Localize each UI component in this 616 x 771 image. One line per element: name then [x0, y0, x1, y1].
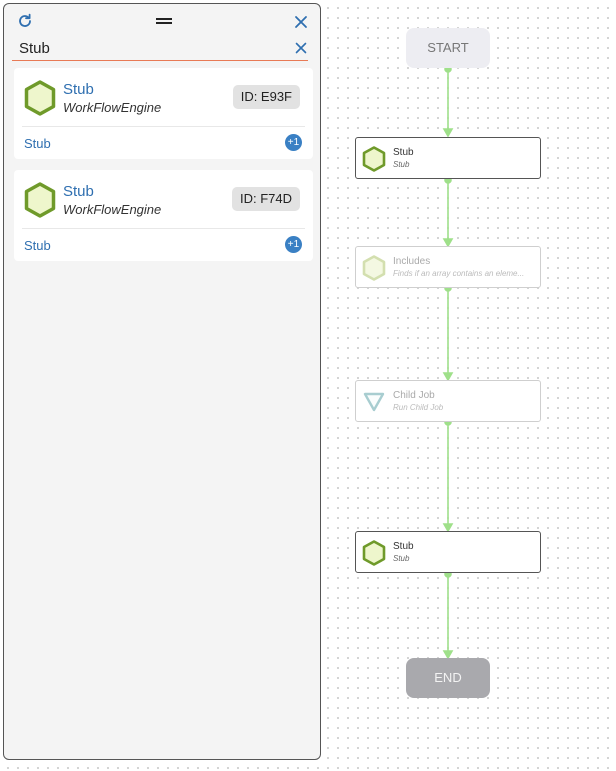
edge-arrow	[442, 650, 454, 660]
search-panel: Stub WorkFlowEngine ID: E93F Stub +1 Stu…	[3, 3, 321, 760]
hexagon-icon	[362, 255, 386, 281]
result-link[interactable]: Stub	[24, 136, 51, 151]
node-subtitle: Finds if an array contains an eleme...	[393, 269, 525, 278]
search-input[interactable]	[19, 38, 279, 58]
card-divider	[22, 228, 305, 229]
result-subtitle: WorkFlowEngine	[63, 100, 162, 115]
end-node[interactable]: END	[406, 658, 490, 698]
result-card[interactable]: Stub WorkFlowEngine ID: E93F Stub +1	[14, 68, 313, 159]
result-id-badge: ID: E93F	[232, 85, 300, 109]
drag-handle-icon[interactable]	[156, 18, 172, 24]
node-title: Includes	[393, 256, 431, 267]
start-node[interactable]: START	[406, 28, 490, 68]
count-badge[interactable]: +1	[285, 134, 302, 151]
node-title: Stub	[393, 147, 414, 158]
node-title: Child Job	[393, 390, 435, 401]
hexagon-icon	[362, 146, 386, 172]
edge-arrow	[442, 372, 454, 382]
result-link[interactable]: Stub	[24, 238, 51, 253]
edge-arrow	[442, 523, 454, 533]
workflow-node-child-job[interactable]: Child Job Run Child Job	[355, 380, 541, 422]
search-row	[12, 38, 308, 61]
node-subtitle: Stub	[393, 554, 410, 563]
hexagon-icon	[24, 182, 56, 218]
panel-toolbar	[4, 4, 320, 38]
triangle-icon	[363, 392, 385, 412]
edge-arrow	[442, 238, 454, 248]
result-id-badge: ID: F74D	[231, 187, 300, 211]
node-subtitle: Stub	[393, 160, 410, 169]
card-divider	[22, 126, 305, 127]
node-title: Stub	[393, 541, 414, 552]
result-title[interactable]: Stub	[63, 81, 94, 98]
workflow-node-stub[interactable]: Stub Stub	[355, 531, 541, 573]
edge-arrow	[442, 128, 454, 138]
hexagon-icon	[24, 80, 56, 116]
workflow-node-stub[interactable]: Stub Stub	[355, 137, 541, 179]
hexagon-icon	[362, 540, 386, 566]
close-icon[interactable]	[294, 15, 308, 29]
clear-search-icon[interactable]	[295, 42, 307, 54]
result-title[interactable]: Stub	[63, 183, 94, 200]
node-subtitle: Run Child Job	[393, 403, 444, 412]
workflow-node-includes[interactable]: Includes Finds if an array contains an e…	[355, 246, 541, 288]
count-badge[interactable]: +1	[285, 236, 302, 253]
refresh-icon[interactable]	[17, 13, 33, 29]
result-card[interactable]: Stub WorkFlowEngine ID: F74D Stub +1	[14, 170, 313, 261]
result-subtitle: WorkFlowEngine	[63, 202, 162, 217]
